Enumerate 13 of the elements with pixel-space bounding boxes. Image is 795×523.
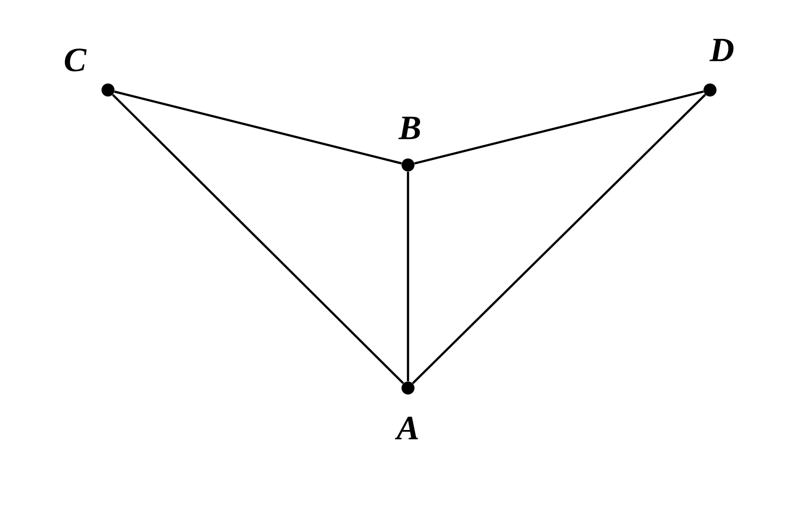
edge-line [406, 172, 410, 382]
vertex-label: A [394, 416, 418, 440]
vertex-dot [102, 84, 114, 96]
edge-line [414, 90, 704, 164]
vertex-label: B [398, 116, 420, 140]
edge-line [114, 90, 402, 164]
edge-line [412, 94, 706, 384]
edge-line [112, 94, 404, 384]
vertex-label: C [64, 48, 87, 72]
vertex-dot [704, 84, 716, 96]
vertex-label: D [709, 38, 734, 62]
vertex-dot [402, 158, 414, 172]
vertex-dot [402, 382, 414, 394]
